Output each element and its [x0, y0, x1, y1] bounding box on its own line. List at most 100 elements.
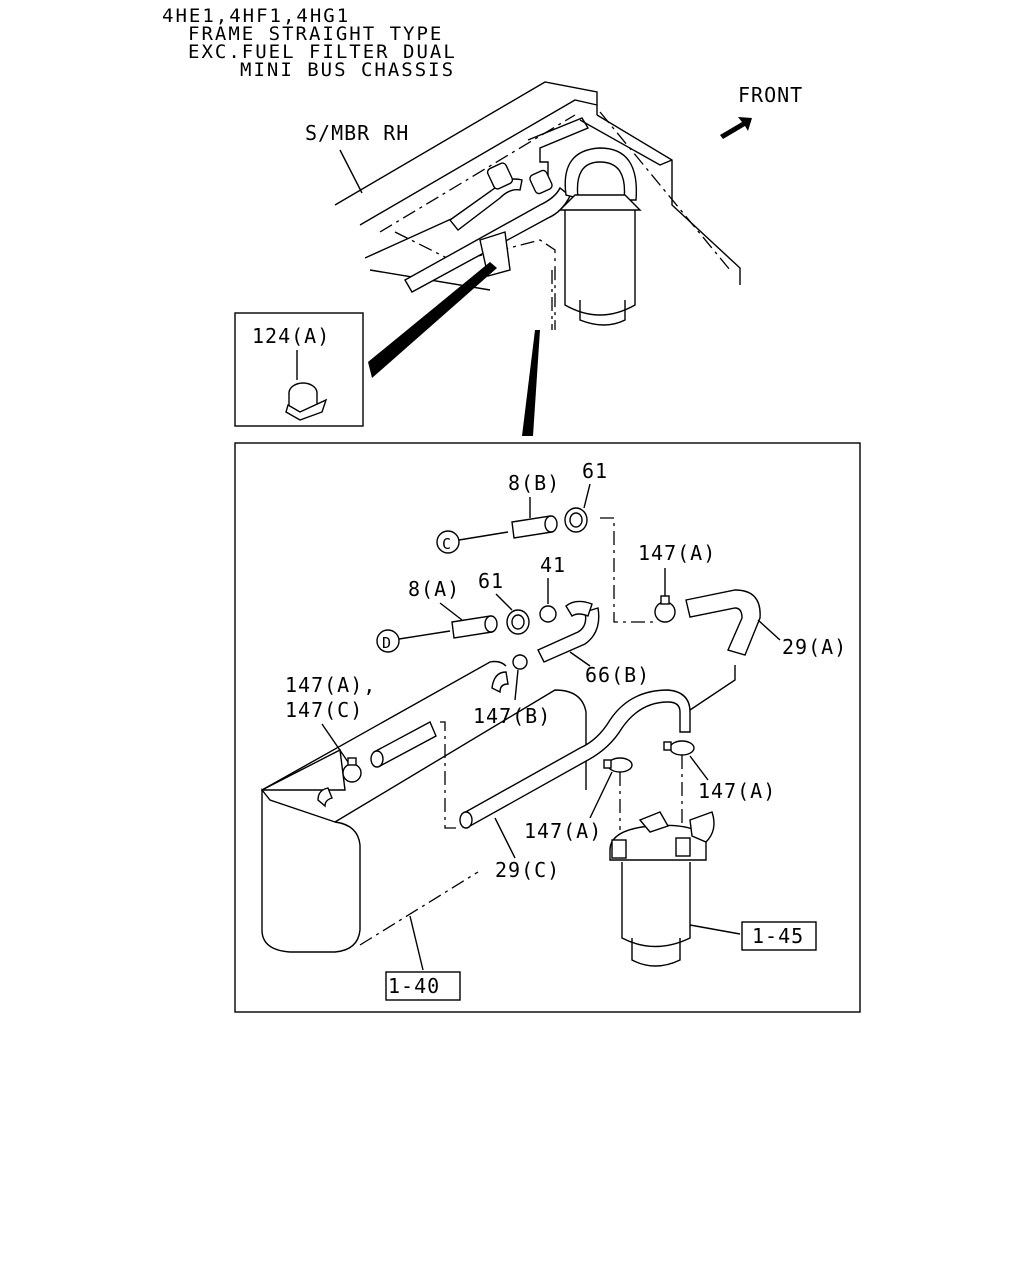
- label-147ac-1: 147(A),: [285, 673, 376, 697]
- inset-clip-base: [285, 398, 328, 421]
- clamp-147a-top-screw: [660, 595, 670, 605]
- clamp-hidden-lines: [619, 755, 683, 830]
- frame-hidden-line: [379, 111, 731, 271]
- detail-frame: [234, 442, 861, 1013]
- hose-29a: [685, 589, 761, 656]
- leader-147ac: [321, 723, 349, 763]
- clamp-147a-right: [669, 740, 695, 756]
- clip-61-top: [564, 507, 588, 533]
- connector-c-marker: [436, 530, 460, 554]
- label-147ac-2: 147(C): [285, 698, 363, 722]
- label-8a: 8(A): [408, 577, 460, 601]
- label-61-mid: 61: [478, 569, 504, 593]
- overview-clamp-1: [486, 162, 514, 190]
- inset-pointer-wedge: [368, 262, 497, 378]
- clip-61-top-inner: [569, 512, 583, 528]
- header-line-2: FRAME STRAIGHT TYPE: [188, 23, 443, 45]
- overview-clamp-2: [529, 169, 553, 195]
- leader-8a: [439, 602, 463, 621]
- label-41: 41: [540, 553, 566, 577]
- label-61-top: 61: [582, 459, 608, 483]
- leader-29c: [494, 817, 516, 859]
- filter-bowl: [631, 938, 681, 967]
- filter-port-left: [611, 839, 627, 859]
- label-147a-right: 147(A): [698, 779, 776, 803]
- filter-body: [621, 862, 691, 948]
- connector-c-label: C: [442, 535, 452, 553]
- leader-61-top: [583, 483, 591, 509]
- tank-hidden-outline: [394, 231, 556, 330]
- overview-u-hose: [564, 147, 638, 201]
- hidden-line-c: [600, 517, 655, 623]
- detail-view: C 8(B) 61 147(A) 29(A) D 8(A) 61 41: [234, 442, 861, 1013]
- tank-top-face: [261, 748, 346, 791]
- clamp-147b: [512, 654, 528, 670]
- side-member-inner-edge: [359, 99, 598, 226]
- leader-147a-right: [689, 755, 709, 781]
- filter-port-right: [675, 837, 691, 857]
- tank-fitting: [317, 787, 333, 808]
- label-66b: 66(B): [585, 663, 650, 687]
- connector-d-label: D: [382, 634, 392, 652]
- side-member-label: S/MBR RH: [305, 121, 409, 145]
- tube-short-end: [370, 750, 384, 768]
- tank-side-top-edge: [334, 689, 587, 823]
- clamp-147ac-screw: [347, 757, 357, 766]
- inset-frame: [234, 312, 364, 427]
- hose-29c: [460, 689, 691, 827]
- header-line-3: EXC.FUEL FILTER DUAL: [188, 41, 457, 63]
- inset-124a: 124(A): [234, 312, 364, 427]
- connector-c-line: [458, 531, 509, 541]
- ref-145-label: 1-45: [752, 924, 804, 948]
- connector-d-marker: [376, 629, 400, 653]
- label-147a-top: 147(A): [638, 541, 716, 565]
- frame-bracket: [527, 117, 590, 180]
- inset-part-label: 124(A): [252, 324, 330, 348]
- header-block: 4HE1,4HF1,4HG1 FRAME STRAIGHT TYPE EXC.F…: [162, 5, 457, 81]
- label-147a-lower: 147(A): [524, 819, 602, 843]
- leader-147a-lower: [589, 771, 613, 819]
- hose-66b: [537, 607, 600, 663]
- ref-140-box: [385, 971, 461, 1001]
- side-member-flange: [579, 119, 673, 166]
- clamp-147ac: [342, 763, 362, 783]
- clip-61-mid-inner: [511, 614, 525, 630]
- ref-140-label: 1-40: [388, 974, 440, 998]
- hidden-line-tube: [440, 721, 458, 829]
- leader-29a: [757, 619, 781, 641]
- front-label: FRONT: [738, 83, 803, 107]
- hose-66b-bend: [565, 600, 593, 617]
- ref-145-box: [741, 921, 817, 951]
- label-8b: 8(B): [508, 471, 560, 495]
- filter-outlet: [689, 811, 715, 843]
- side-member-end: [596, 114, 741, 285]
- header-line-1: 4HE1,4HF1,4HG1: [162, 5, 350, 27]
- connector-d-line: [398, 630, 451, 640]
- leader-61-mid: [495, 593, 513, 611]
- clamp-147a-top: [654, 601, 676, 623]
- side-member-top-edge: [334, 81, 598, 206]
- hose-8b-end: [544, 515, 558, 533]
- label-29c: 29(C): [495, 858, 560, 882]
- side-member-leader: [339, 149, 363, 194]
- leader-ref-145: [689, 924, 741, 935]
- leader-ref-140: [409, 915, 424, 971]
- leader-147b: [514, 669, 519, 701]
- hose-8a-end: [484, 615, 498, 633]
- hose-29a-to-29c-line: [689, 665, 736, 711]
- filter-inlet: [638, 811, 670, 833]
- clip-61-mid: [506, 609, 530, 635]
- leader-66b: [569, 651, 591, 667]
- overview-filter-body: [564, 201, 636, 316]
- detail-pointer-wedge: [522, 330, 540, 436]
- clamp-147a-lower-screw: [603, 759, 612, 769]
- tank-end-face: [261, 788, 361, 953]
- overview-filter-head: [558, 194, 642, 211]
- tank-top-edge: [261, 660, 507, 791]
- overview-drawing: S/MBR RH FRONT: [305, 81, 803, 436]
- clamp-147a-right-screw: [663, 741, 672, 751]
- tank-bottom-hidden: [359, 871, 479, 946]
- clamp-41: [539, 605, 557, 623]
